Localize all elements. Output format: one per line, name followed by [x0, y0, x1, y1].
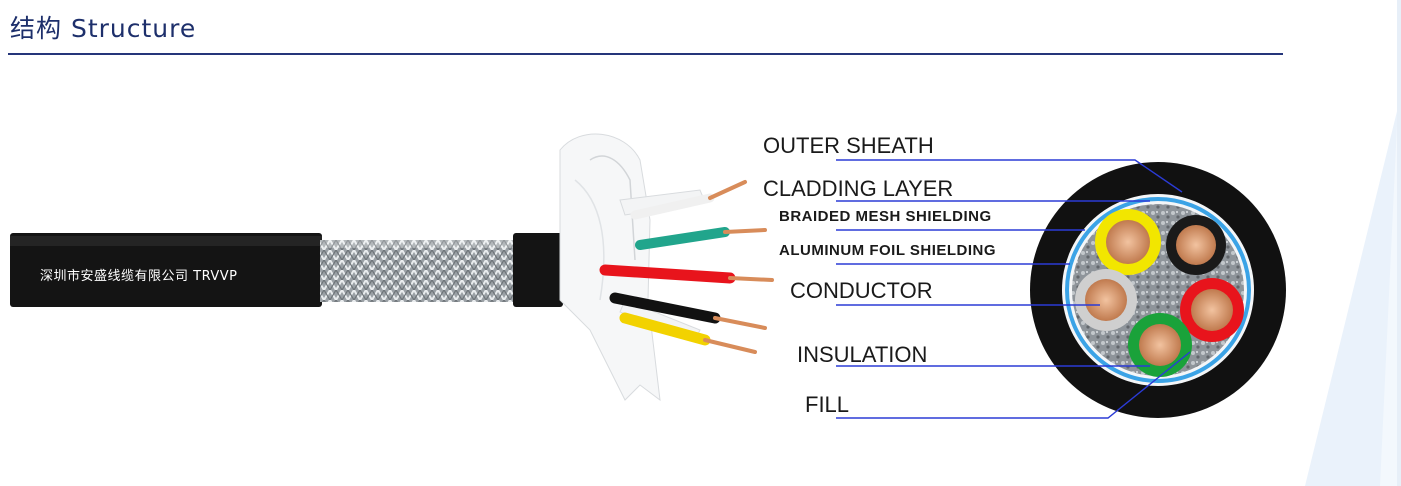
decorative-stripes: [1305, 0, 1401, 486]
label-aluminum-foil-shielding: ALUMINUM FOIL SHIELDING: [779, 242, 997, 259]
label-fill: FILL: [805, 392, 850, 417]
title-divider: [8, 53, 1283, 55]
cable-jacket-ring: [513, 233, 563, 307]
cable-cross-section: [1030, 162, 1286, 418]
label-cladding-layer: CLADDING LAYER: [763, 176, 954, 201]
cable-jacket: [10, 233, 322, 307]
label-insulation: INSULATION: [797, 342, 928, 367]
label-outer-sheath: OUTER SHEATH: [763, 133, 934, 158]
cable-print-text: 深圳市安盛线缆有限公司 TRVVP: [40, 269, 238, 284]
core-wires: [599, 180, 774, 354]
leader-lines: [836, 159, 1191, 419]
label-braided-mesh-shielding: BRAIDED MESH SHIELDING: [779, 208, 992, 225]
page-title: 结构 Structure: [10, 14, 197, 43]
page-header: 结构 Structure: [10, 12, 196, 46]
label-conductor: CONDUCTOR: [790, 278, 933, 303]
cable-braid-section: [320, 240, 515, 302]
